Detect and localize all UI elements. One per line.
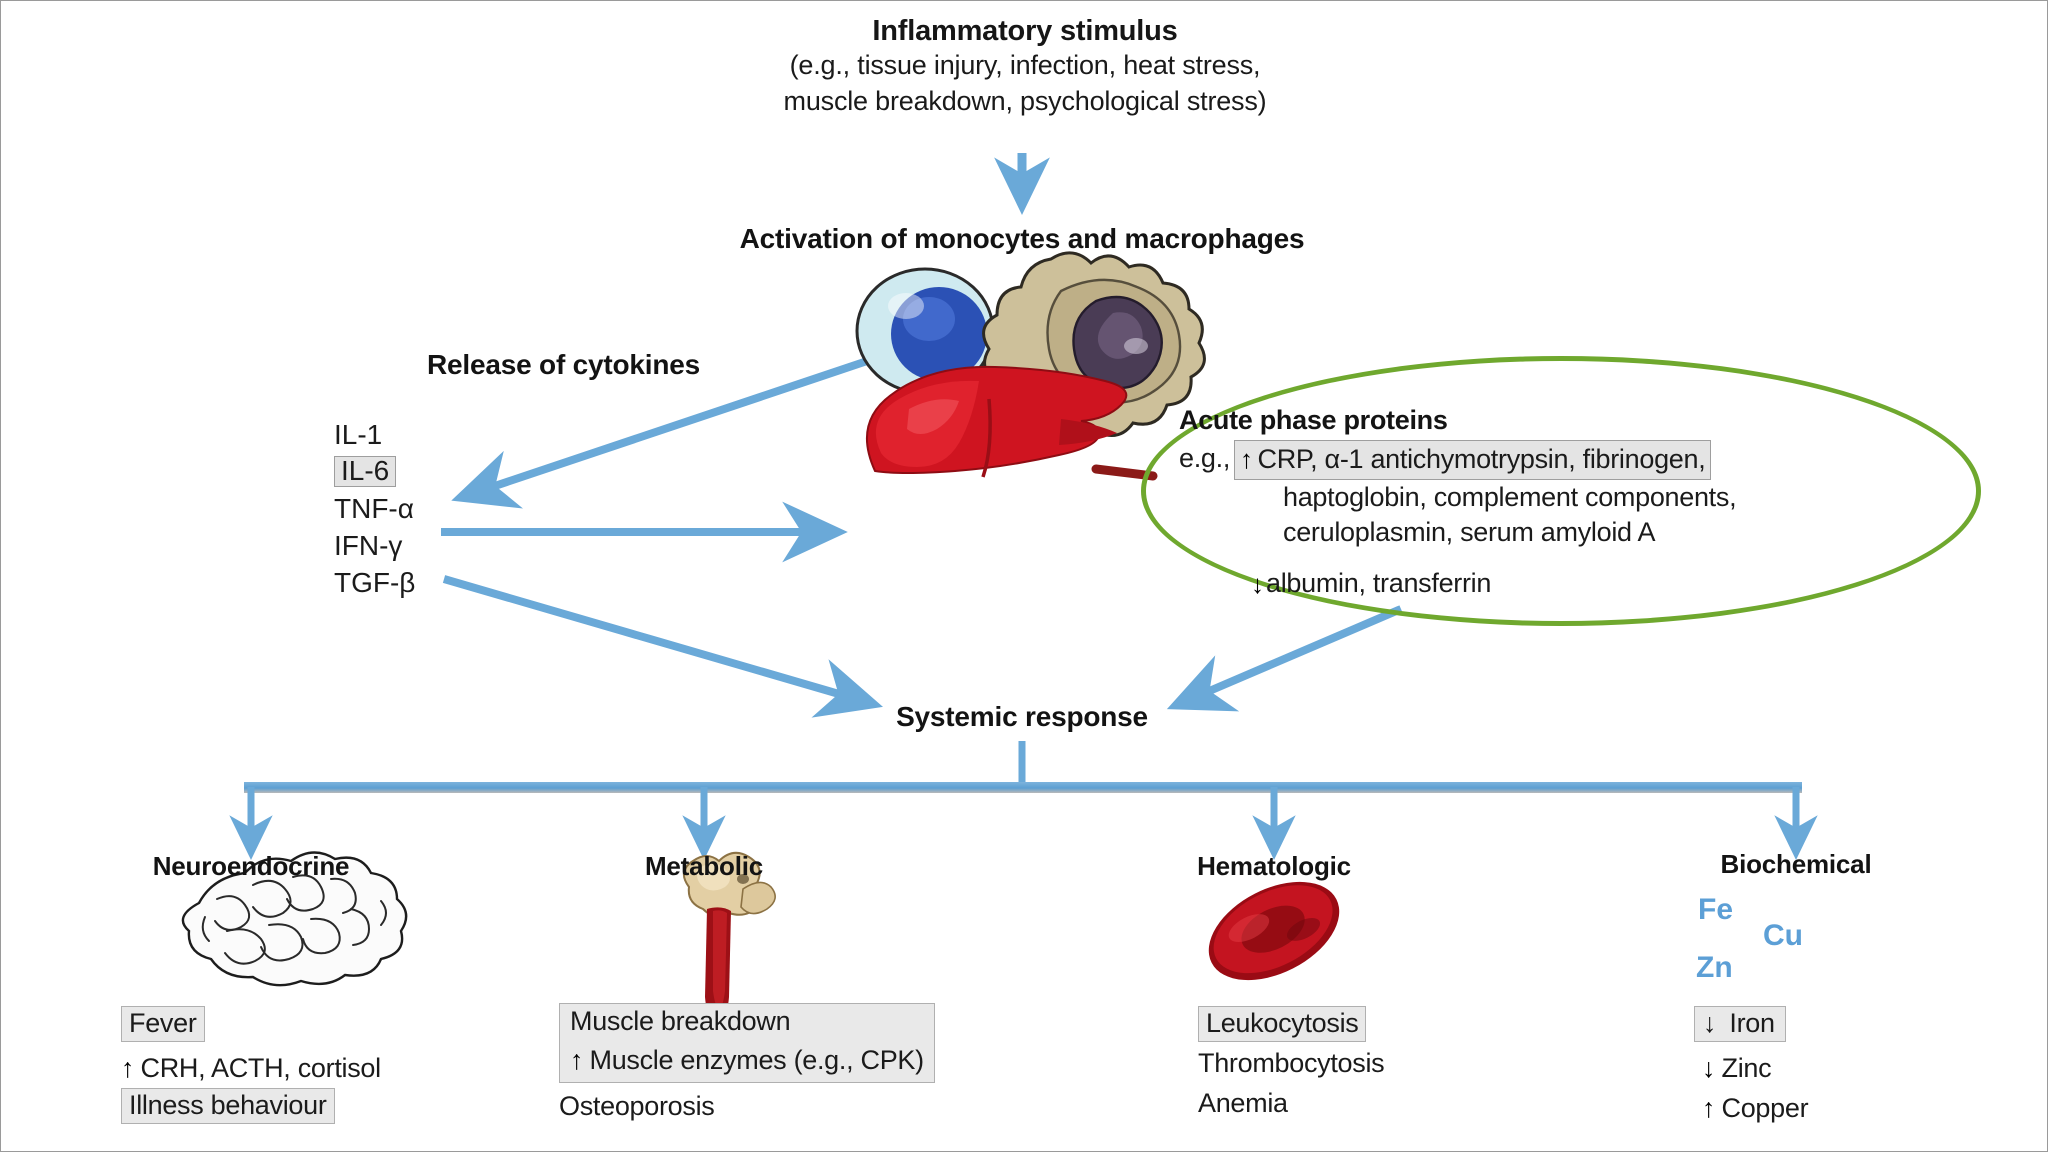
liver-illustration xyxy=(866,365,1128,478)
entry-fever: Fever xyxy=(121,1006,205,1042)
stimulus-subtitle-line-2: muscle breakdown, psychological stress) xyxy=(783,85,1267,116)
cytokine-item-ifng: IFN-γ xyxy=(334,527,415,564)
entry-anemia: Anemia xyxy=(1198,1088,1288,1118)
entry-copper: Copper xyxy=(1721,1092,1809,1123)
entry-leukocytosis: Leukocytosis xyxy=(1198,1006,1367,1042)
entry-illness-behaviour: Illness behaviour xyxy=(121,1088,335,1124)
decrease-arrow-icon: ↓ xyxy=(1703,1008,1717,1038)
branch-distribution-bar xyxy=(244,782,1802,793)
cytokine-label: IFN-γ xyxy=(334,529,403,561)
acute-phase-title: Acute phase proteins xyxy=(1179,405,1448,435)
entry-muscle-breakdown: Muscle breakdown xyxy=(570,1006,791,1036)
activation-label: Activation of monocytes and macrophages xyxy=(739,223,1305,254)
cytokine-item-il6: IL-6 xyxy=(334,453,415,490)
acute-phase-eg-prefix: e.g., xyxy=(1179,443,1231,473)
column-header-metabolic: Metabolic xyxy=(644,851,764,881)
column-entries-neuroendocrine: Fever ↑ CRH, ACTH, cortisol Illness beha… xyxy=(121,1006,381,1130)
column-header-hematologic: Hematologic xyxy=(1197,851,1351,881)
cytokine-label: IL-1 xyxy=(334,418,383,450)
decrease-arrow-icon: ↓ xyxy=(1702,1052,1716,1083)
cytokine-label: TNF-α xyxy=(334,492,414,524)
cytokine-item-il1: IL-1 xyxy=(334,416,415,453)
red-blood-cell-illustration xyxy=(1208,881,1340,981)
increase-arrow-icon: ↑ xyxy=(570,1044,584,1075)
column-header-biochemical: Biochemical xyxy=(1720,849,1872,879)
increase-arrow-icon: ↑ xyxy=(1702,1092,1716,1123)
acute-phase-highlight-ellipse xyxy=(1141,356,1981,626)
arrow-acutephase-to-systemic xyxy=(1166,605,1403,712)
column-entries-biochemical: ↓ Iron ↓ Zinc ↑ Copper xyxy=(1694,1006,1809,1128)
element-zn-icon: Zn xyxy=(1696,951,1733,984)
acute-phase-block: Acute phase proteins e.g., ↑ CRP, α-1 an… xyxy=(1179,405,1969,601)
entry-zinc: Zinc xyxy=(1721,1052,1772,1083)
systemic-response-label: Systemic response xyxy=(896,701,1148,732)
cytokine-list: IL-1 IL-6 TNF-α IFN-γ TGF-β xyxy=(334,416,415,601)
acute-phase-increased-line-1: CRP, α-1 antichymotrypsin, fibrinogen, xyxy=(1257,444,1706,474)
entry-crh-acth-cortisol: CRH, ACTH, cortisol xyxy=(140,1052,382,1083)
acute-phase-decreased-line: albumin, transferrin xyxy=(1266,568,1492,599)
acute-phase-increased-line-2: haptoglobin, complement components, xyxy=(1283,482,1737,513)
cytokine-item-tnfa: TNF-α xyxy=(334,490,415,527)
increase-arrow-icon: ↑ xyxy=(121,1052,135,1083)
cytokine-label-boxed: IL-6 xyxy=(334,456,397,487)
macrophage-illustration xyxy=(982,251,1206,439)
decrease-arrow-icon: ↓ xyxy=(1251,568,1264,599)
stimulus-title-text: Inflammatory stimulus xyxy=(872,15,1178,47)
cytokine-item-tgfb: TGF-β xyxy=(334,564,415,601)
column-entries-hematologic: Leukocytosis Thrombocytosis Anemia xyxy=(1198,1006,1385,1128)
cytokines-heading: Release of cytokines xyxy=(427,349,701,380)
entry-osteoporosis: Osteoporosis xyxy=(559,1091,715,1121)
element-fe-icon: Fe xyxy=(1698,893,1734,926)
acute-phase-increased-line-3: ceruloplasmin, serum amyloid A xyxy=(1283,517,1656,548)
column-entries-metabolic: Muscle breakdown ↑ Muscle enzymes (e.g.,… xyxy=(559,1003,935,1122)
arrow-cytokines-to-systemic xyxy=(442,575,883,718)
entry-iron: Iron xyxy=(1729,1008,1775,1038)
monocyte-illustration xyxy=(855,267,995,395)
arrow-systemic-to-branch xyxy=(1017,741,1027,793)
stimulus-subtitle-line-1: (e.g., tissue injury, infection, heat st… xyxy=(789,50,1261,80)
entry-muscle-enzymes: Muscle enzymes (e.g., CPK) xyxy=(589,1044,925,1075)
stimulus-title: Inflammatory stimulus (e.g., tissue inju… xyxy=(525,15,1525,120)
increase-arrow-icon: ↑ xyxy=(1240,444,1254,474)
element-cu-icon: Cu xyxy=(1763,919,1803,952)
cytokine-label: TGF-β xyxy=(334,566,416,598)
entry-thrombocytosis: Thrombocytosis xyxy=(1198,1048,1385,1078)
column-header-neuroendocrine: Neuroendocrine xyxy=(152,851,350,881)
